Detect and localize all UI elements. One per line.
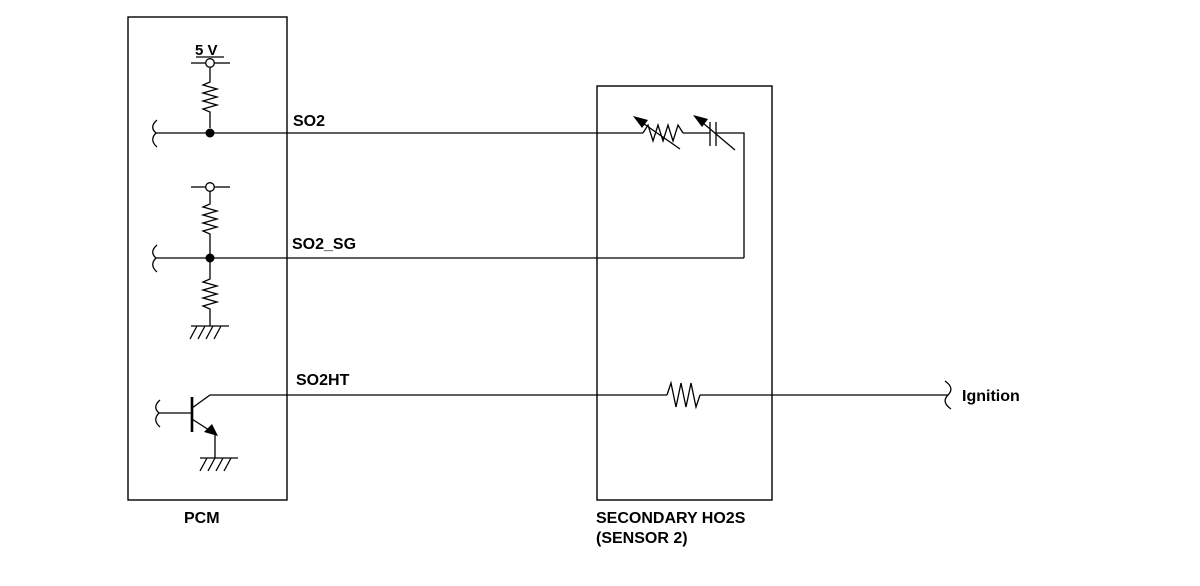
heater-resistor-icon [666,380,701,410]
pcm-label: PCM [184,510,220,527]
ignition-connector-break-icon [944,380,952,410]
variable-capacitor-icon [693,115,736,151]
ignition-label: Ignition [962,388,1020,405]
sensor-box [596,85,773,501]
sensor-label-line2: (SENSOR 2) [596,530,688,547]
so2-wire [152,119,643,148]
heater-label: SO2HT [296,372,350,389]
ground-icon [189,325,229,340]
pull-up-resistor-icon [200,67,220,128]
terminal-5v [191,58,230,68]
sensor-label-line1: SECONDARY HO2S [596,510,746,527]
so2-sg-label: SO2_SG [292,236,356,253]
supply-voltage-label: 5 V [195,42,218,59]
heater-wire [286,380,952,410]
terminal-divider-top [191,182,230,192]
variable-resistor-icon [633,116,684,150]
so2-label: SO2 [293,113,325,130]
transistor-icon [155,394,286,458]
so2-sg-wire [152,244,744,273]
voltage-divider-lower-resistor-icon [200,262,220,326]
transistor-ground-icon [199,457,238,472]
voltage-divider-upper-resistor-icon [200,191,220,254]
